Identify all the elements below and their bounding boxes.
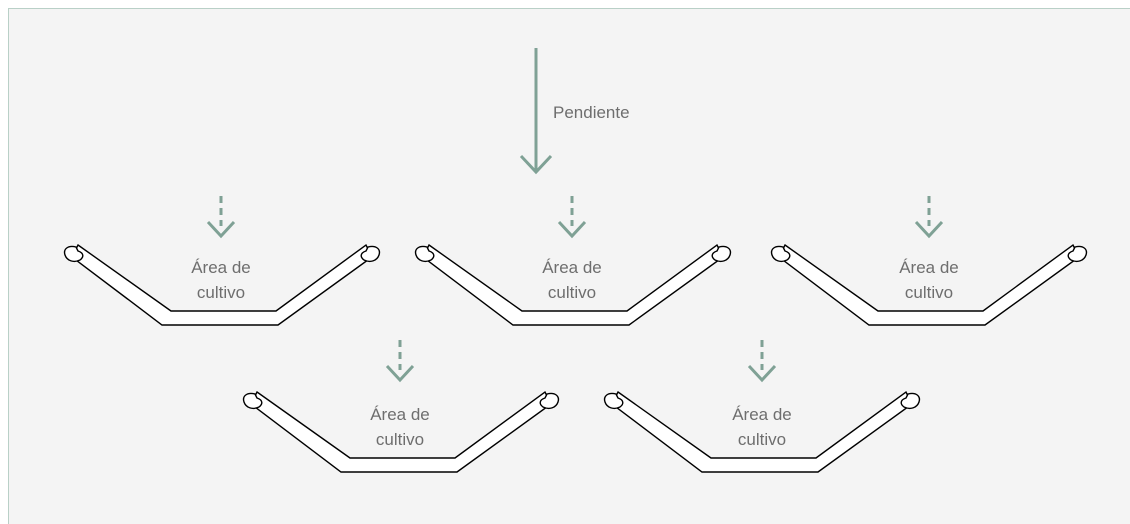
diagram-frame [8, 8, 1130, 524]
slope-label: Pendiente [553, 103, 630, 122]
crop-area-label-line2: cultivo [548, 283, 596, 302]
crop-area-label-line1: Área de [732, 405, 792, 424]
bund-2: Área de cultivo [414, 194, 732, 326]
crop-area-label-line1: Área de [191, 258, 251, 277]
crop-area-label-line2: cultivo [738, 430, 786, 449]
bund-3: Área de cultivo [770, 194, 1088, 326]
bund-5: Área de cultivo [603, 338, 921, 473]
crop-area-label-line2: cultivo [197, 283, 245, 302]
crop-area-label-line2: cultivo [376, 430, 424, 449]
crop-area-label-line1: Área de [899, 258, 959, 277]
crop-area-label-line1: Área de [370, 405, 430, 424]
bund-4: Área de cultivo [242, 338, 560, 473]
crop-area-label-line2: cultivo [905, 283, 953, 302]
crop-area-label-line1: Área de [542, 258, 602, 277]
bund-1: Área de cultivo [63, 194, 381, 326]
slope-arrow [519, 48, 553, 175]
